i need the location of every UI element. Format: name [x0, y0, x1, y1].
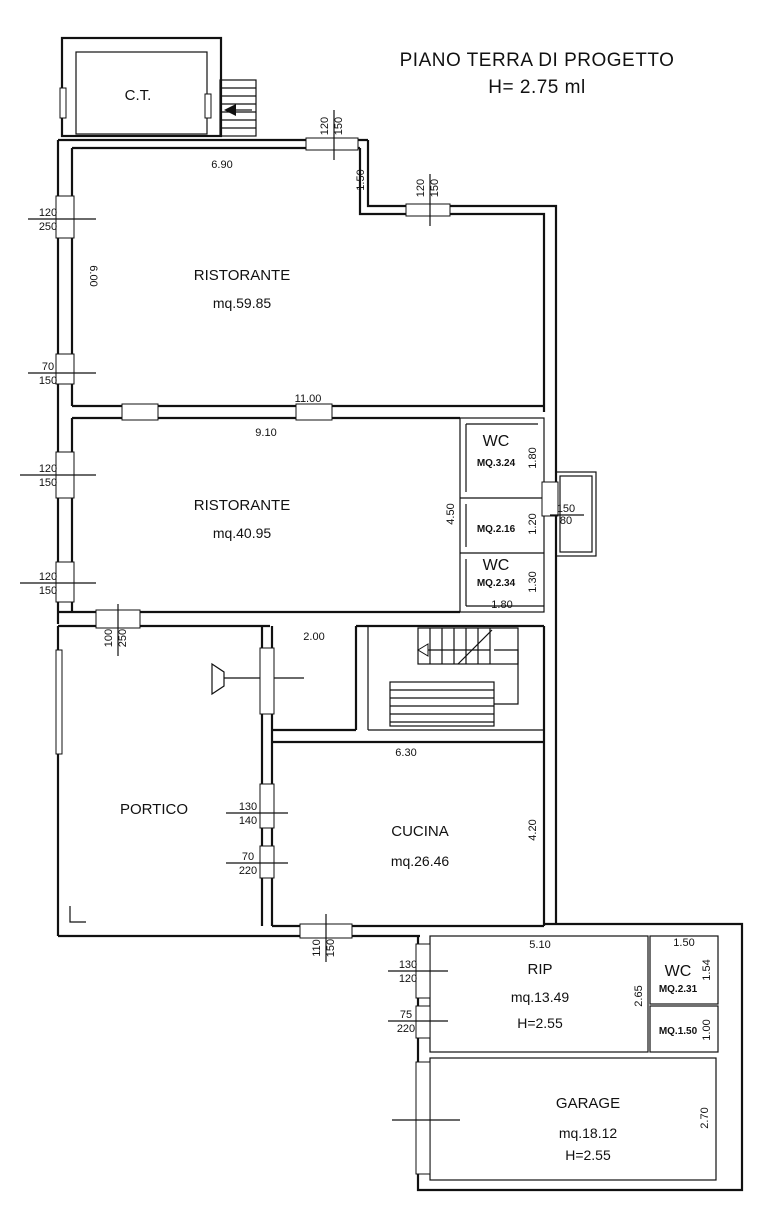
garage-label: GARAGE — [556, 1095, 620, 1112]
o7-bot: 80 — [560, 515, 572, 527]
o12-top: 130 — [399, 959, 417, 971]
dim-270: 2.70 — [699, 1107, 711, 1128]
o11-bot: 150 — [325, 939, 337, 957]
ristorante2-label: RISTORANTE — [194, 497, 290, 514]
stair-up-arrow-icon — [417, 643, 429, 657]
stair-arrow-icon — [224, 104, 236, 116]
external-stair — [219, 79, 257, 137]
cucina-area: mq.26.46 — [391, 853, 450, 869]
o12-bot: 120 — [399, 973, 417, 985]
dim-100: 1.00 — [701, 1019, 713, 1040]
dim-200: 2.00 — [303, 631, 324, 643]
antibagno-area: MQ.2.16 — [477, 524, 516, 535]
dim-630: 6.30 — [395, 747, 416, 759]
dim-150b: 1.50 — [673, 937, 694, 949]
o13-bot: 220 — [397, 1023, 415, 1035]
ct-room: C.T. — [59, 36, 223, 138]
dim-180a: 1.80 — [527, 447, 539, 468]
rip-height: H=2.55 — [517, 1015, 563, 1031]
openings — [55, 137, 559, 1175]
o10-top: 70 — [242, 851, 254, 863]
wc1-label: WC — [483, 433, 510, 450]
o4-top: 70 — [42, 361, 54, 373]
o6-bot: 150 — [39, 585, 57, 597]
dim-154: 1.54 — [701, 959, 713, 980]
o6-top: 120 — [39, 571, 57, 583]
entrance-arrow — [211, 662, 304, 696]
dim-1100: 11.00 — [295, 393, 322, 405]
small-room-area: MQ.1.50 — [659, 1026, 698, 1037]
dim-120a: 1.20 — [527, 513, 539, 534]
o8-bot: 250 — [117, 629, 129, 647]
o1-bot: 150 — [333, 117, 345, 135]
o2-bot: 150 — [429, 179, 441, 197]
ct-label: C.T. — [125, 87, 152, 104]
o13-top: 75 — [400, 1009, 412, 1021]
dim-130a: 1.30 — [527, 571, 539, 592]
dim-690: 6.90 — [211, 159, 232, 171]
lower-walls — [56, 624, 546, 938]
o3-bot: 250 — [39, 221, 57, 233]
dim-420: 4.20 — [527, 819, 539, 840]
o5-bot: 150 — [39, 477, 57, 489]
dim-265: 2.65 — [633, 985, 645, 1006]
o2-top: 120 — [415, 179, 427, 197]
dim-180b: 1.80 — [491, 599, 512, 611]
dim-150a: 1.50 — [355, 169, 367, 190]
o1-top: 120 — [319, 117, 331, 135]
ristorante1-label: RISTORANTE — [194, 267, 290, 284]
wc2-area: MQ.2.34 — [477, 578, 516, 589]
entrance-arrow-icon — [211, 662, 225, 696]
garage-height: H=2.55 — [565, 1147, 611, 1163]
o9-top: 130 — [239, 801, 257, 813]
o4-bot: 150 — [39, 375, 57, 387]
o3-top: 120 — [39, 207, 57, 219]
dim-510: 5.10 — [529, 939, 550, 951]
dim-910: 9.10 — [255, 427, 276, 439]
o10-bot: 220 — [239, 865, 257, 877]
opening-labels: 120 150 120 150 120 250 70 150 120 150 1… — [20, 110, 584, 1121]
rip-label: RIP — [527, 961, 552, 978]
o7-top: 150 — [557, 503, 575, 515]
dimension-labels: 6.90 1.50 6.00 11.00 9.10 1.80 4.50 1.20… — [87, 159, 713, 1129]
rip-area: mq.13.49 — [511, 989, 570, 1005]
plan-title: PIANO TERRA DI PROGETTO — [400, 50, 675, 71]
cucina-label: CUCINA — [391, 823, 449, 840]
dim-450: 4.50 — [445, 503, 457, 524]
portico-label: PORTICO — [120, 801, 188, 818]
dim-600: 6.00 — [87, 265, 99, 286]
o9-bot: 140 — [239, 815, 257, 827]
plan-height-note: H= 2.75 ml — [488, 77, 585, 98]
o5-top: 120 — [39, 463, 57, 475]
wc1-area: MQ.3.24 — [477, 458, 516, 469]
wc3-area: MQ.2.31 — [659, 984, 698, 995]
ristorante1-area: mq.59.85 — [213, 295, 272, 311]
garage-area: mq.18.12 — [559, 1125, 618, 1141]
o8-top: 100 — [103, 629, 115, 647]
wc3-label: WC — [665, 963, 692, 980]
o11-top: 110 — [311, 939, 323, 957]
internal-stair — [389, 627, 519, 727]
wc2-label: WC — [483, 557, 510, 574]
ristorante2-area: mq.40.95 — [213, 525, 272, 541]
